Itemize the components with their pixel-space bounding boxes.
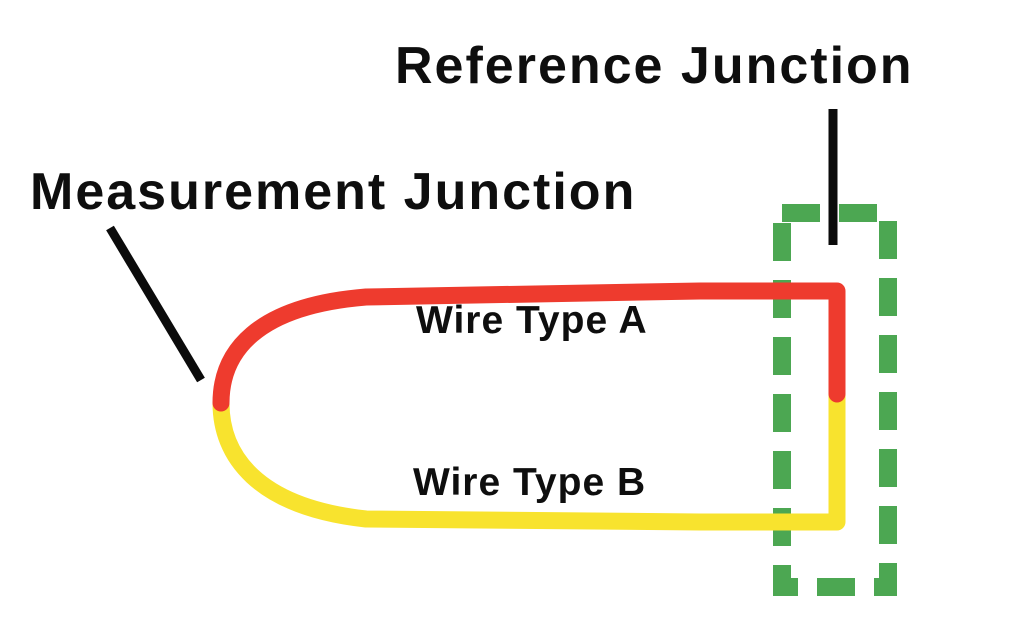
wire-type-a-label: Wire Type A: [416, 299, 648, 342]
measurement-junction-label: Measurement Junction: [30, 163, 637, 221]
reference-junction-label: Reference Junction: [395, 37, 914, 95]
reference-junction-box: [773, 204, 897, 596]
wire-type-a-path: [212, 282, 846, 412]
measurement-junction-pointer-line: [106, 225, 205, 383]
wire-type-b-label: Wire Type B: [413, 461, 647, 504]
wire-type-b-path: [212, 385, 846, 531]
